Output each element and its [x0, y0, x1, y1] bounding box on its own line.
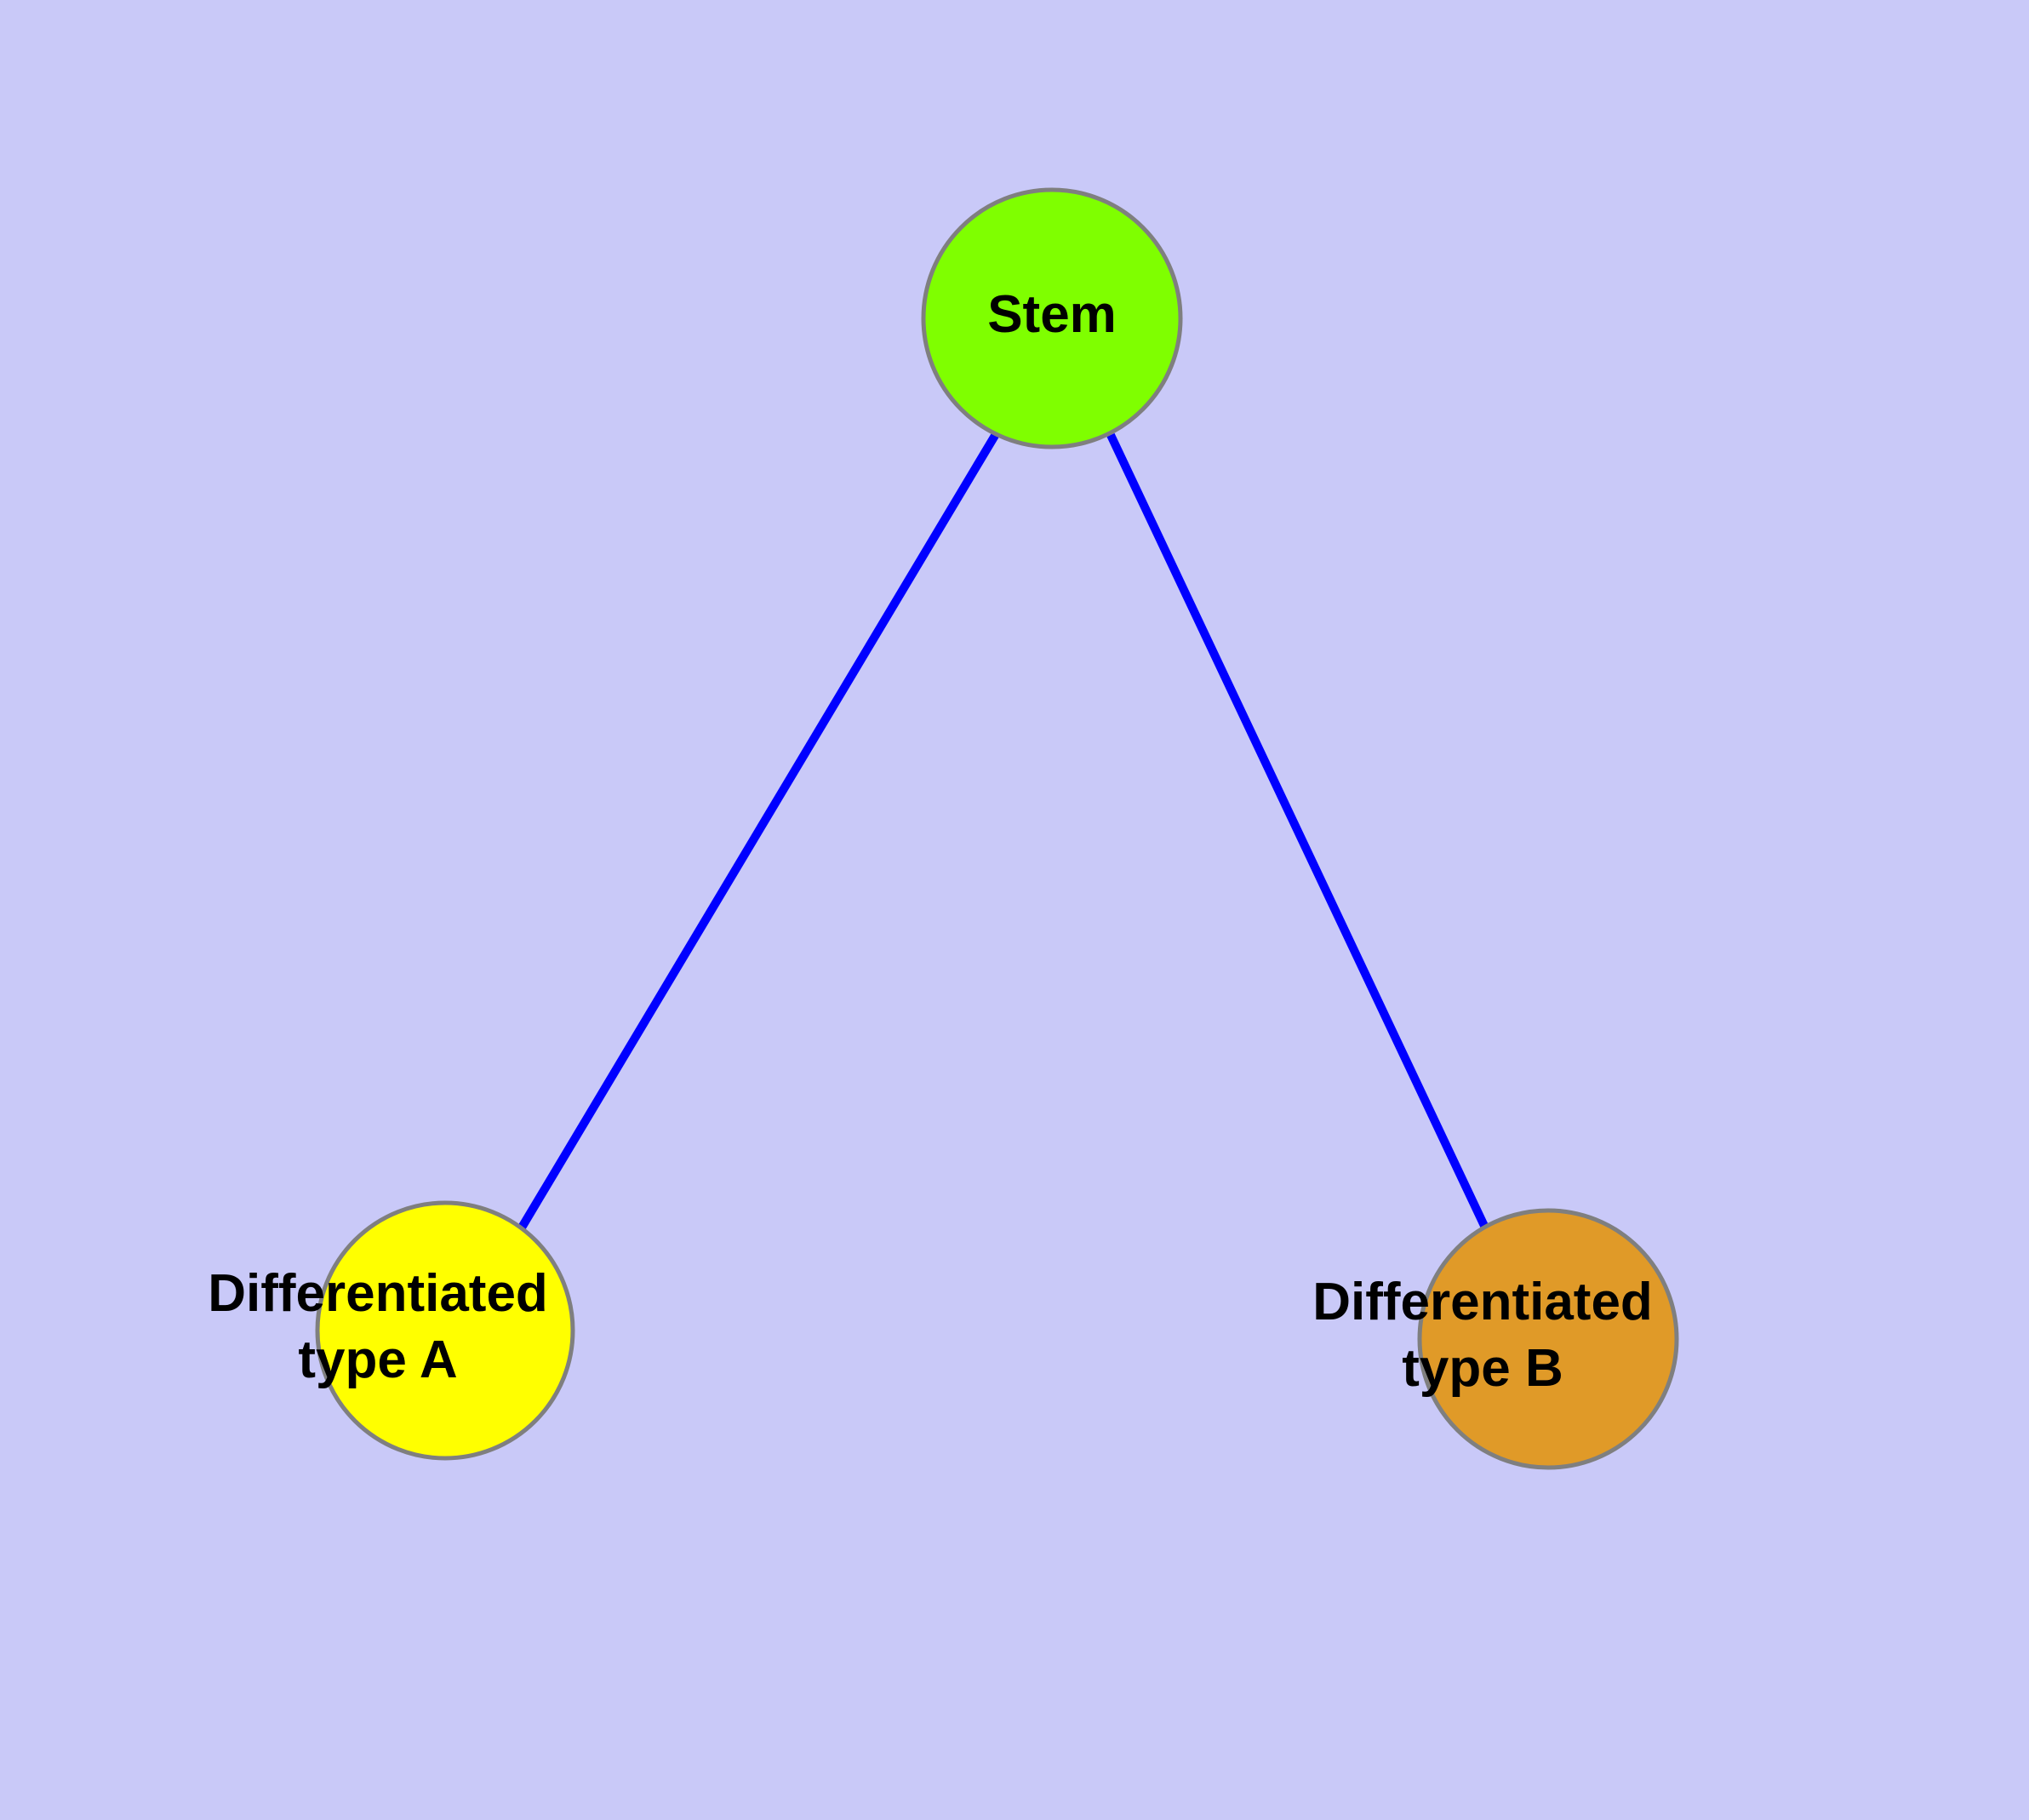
node-label-line: type A [298, 1331, 457, 1389]
node-label-line: type B [1402, 1339, 1563, 1398]
node-circle-stem[interactable] [921, 187, 1183, 449]
node-stem[interactable] [921, 187, 1183, 449]
node-label-line: Differentiated [1312, 1273, 1653, 1331]
node-label-line: Stem [987, 285, 1117, 344]
node-diff-type-a[interactable] [315, 1200, 575, 1461]
node-label-diff-type-a: Differentiated type A [208, 1264, 548, 1389]
node-diff-type-b[interactable] [1417, 1208, 1679, 1470]
node-label-diff-type-b: Differentiated type B [1312, 1273, 1653, 1398]
edge-stem-to-type-a[interactable] [517, 432, 1000, 1230]
node-label-stem: Stem [987, 285, 1117, 344]
edges-layer [517, 432, 1489, 1230]
node-circle-diff-type-a[interactable] [315, 1200, 575, 1461]
node-label-line: Differentiated [208, 1264, 548, 1323]
edge-stem-to-type-b[interactable] [1106, 432, 1489, 1228]
node-circle-diff-type-b[interactable] [1417, 1208, 1679, 1470]
